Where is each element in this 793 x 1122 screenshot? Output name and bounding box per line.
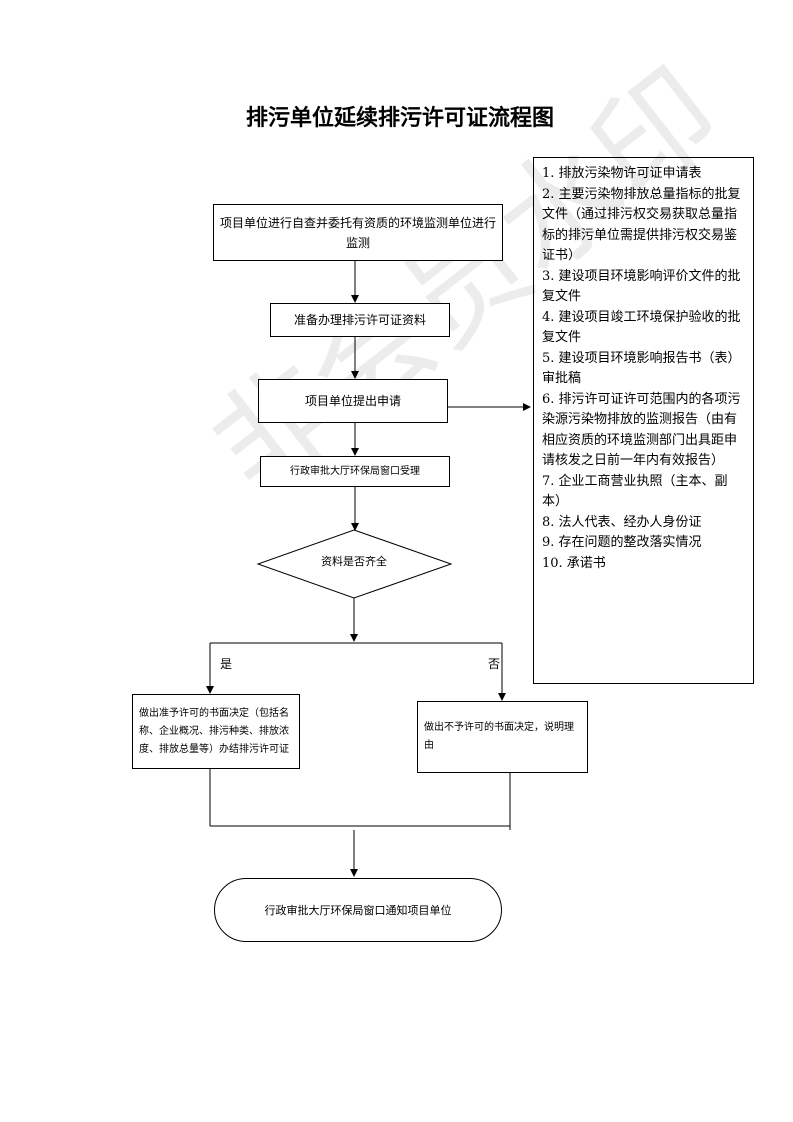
step-approve-text: 做出准予许可的书面决定（包括名称、企业概况、排污种类、排放浓度、排放总量等）办结… — [139, 707, 289, 755]
requirement-item: 4. 建设项目竣工环境保护验收的批复文件 — [542, 309, 741, 346]
requirement-item: 8. 法人代表、经办人身份证 — [542, 514, 702, 530]
step-reject: 做出不予许可的书面决定，说明理由 — [417, 701, 588, 773]
requirement-item: 5. 建设项目环境影响报告书（表）审批稿 — [542, 350, 741, 387]
step-apply: 项目单位提出申请 — [258, 379, 448, 423]
step-apply-text: 项目单位提出申请 — [304, 394, 401, 408]
step-accept-text: 行政审批大厅环保局窗口受理 — [290, 465, 420, 477]
requirement-item: 3. 建设项目环境影响评价文件的批复文件 — [542, 268, 741, 305]
requirement-item: 10. 承诺书 — [542, 555, 606, 571]
step-notify: 行政审批大厅环保局窗口通知项目单位 — [214, 878, 502, 942]
step-prepare: 准备办理排污许可证资料 — [270, 303, 450, 337]
step-accept: 行政审批大厅环保局窗口受理 — [260, 456, 450, 487]
requirement-item: 1. 排放污染物许可证申请表 — [542, 166, 702, 181]
step-monitor-text: 项目单位进行自查并委托有资质的环境监测单位进行监测 — [220, 215, 497, 250]
requirement-item: 2. 主要污染物排放总量指标的批复文件（通过排污权交易获取总量指标的排污单位需提… — [542, 186, 741, 264]
requirement-item: 6. 排污许可证许可范围内的各项污染源污染物排放的监测报告（由有相应资质的环境监… — [542, 391, 741, 469]
step-approve: 做出准予许可的书面决定（包括名称、企业概况、排污种类、排放浓度、排放总量等）办结… — [132, 694, 300, 769]
decision-text: 资料是否齐全 — [321, 555, 387, 568]
step-notify-text: 行政审批大厅环保局窗口通知项目单位 — [264, 904, 452, 917]
requirements-list: 1. 排放污染物许可证申请表 2. 主要污染物排放总量指标的批复文件（通过排污权… — [533, 157, 754, 684]
requirement-item: 9. 存在问题的整改落实情况 — [542, 535, 702, 550]
step-monitor: 项目单位进行自查并委托有资质的环境监测单位进行监测 — [213, 204, 503, 261]
page-title: 排污单位延续排污许可证流程图 — [245, 106, 554, 131]
no-label: 否 — [488, 657, 501, 671]
step-prepare-text: 准备办理排污许可证资料 — [293, 313, 426, 327]
step-reject-text: 做出不予许可的书面决定，说明理由 — [424, 722, 574, 751]
yes-label: 是 — [220, 657, 233, 671]
requirement-item: 7. 企业工商营业执照（主本、副本） — [542, 473, 728, 510]
